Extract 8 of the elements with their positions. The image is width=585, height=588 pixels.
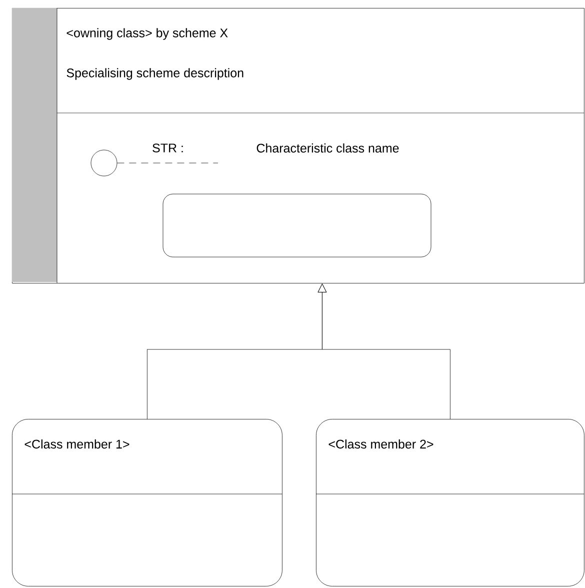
class-box: <Class member 1> [12,419,282,586]
class-box: <Class member 2> [316,419,584,586]
edge-label: STR : [152,144,183,152]
interface-circle [90,150,118,176]
empty-rounded-box [162,194,432,258]
class-name-label: Characteristic class name [256,143,399,153]
dashed-line [117,162,218,164]
inheritance-arrow [318,284,450,420]
